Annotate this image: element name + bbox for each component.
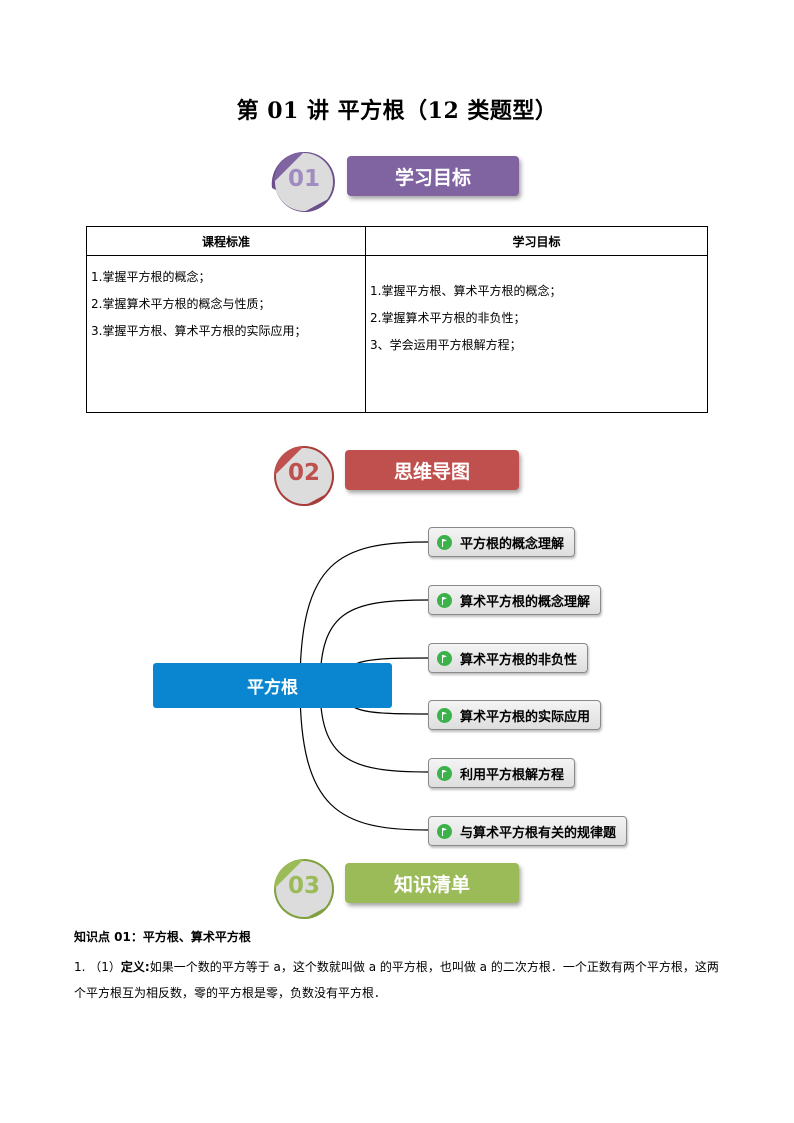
goal-item: 3、学会运用平方根解方程；	[370, 338, 522, 352]
goal-item: 2.掌握算术平方根的非负性；	[370, 311, 526, 325]
flag-icon	[437, 765, 452, 781]
section-badge-1: 01 学习目标	[270, 148, 525, 214]
mindmap-branch: 算术平方根的实际应用	[428, 700, 602, 730]
standard-item: 1.掌握平方根的概念；	[91, 270, 211, 284]
branch-label: 平方根的概念理解	[460, 536, 565, 552]
knowledge-point-title: 知识点 01：平方根、算术平方根	[74, 930, 251, 944]
goals-table: 课程标准 学习目标 1.掌握平方根的概念； 2.掌握算术平方根的概念与性质； 3…	[86, 226, 708, 413]
mindmap-branch: 利用平方根解方程	[428, 758, 576, 788]
branch-label: 算术平方根的概念理解	[460, 594, 591, 610]
section-number-shape	[274, 859, 334, 919]
flag-icon	[437, 650, 452, 666]
mindmap-branch: 算术平方根的概念理解	[428, 585, 602, 615]
standard-item: 3.掌握平方根、算术平方根的实际应用；	[91, 324, 307, 338]
definition-paragraph: 1. （1）定义:如果一个数的平方等于 a，这个数就叫做 a 的平方根，也叫做 …	[74, 954, 724, 1006]
table-header-goals: 学习目标	[365, 226, 708, 256]
branch-label: 与算术平方根有关的规律题	[460, 825, 617, 841]
section-number: 02	[288, 460, 321, 486]
section-number-shape	[274, 446, 334, 506]
goal-item: 1.掌握平方根、算术平方根的概念；	[370, 284, 562, 298]
branch-label: 算术平方根的非负性	[460, 652, 578, 668]
section-badge-2: 02 思维导图	[270, 442, 525, 508]
mindmap-branch: 与算术平方根有关的规律题	[428, 816, 628, 846]
section-number: 01	[288, 166, 321, 192]
flag-icon	[437, 823, 452, 839]
branch-label: 利用平方根解方程	[460, 767, 565, 783]
definition-text: 如果一个数的平方等于 a，这个数就叫做 a 的平方根，也叫做 a 的二次方根．一…	[74, 960, 719, 1000]
goals-cell: 1.掌握平方根、算术平方根的概念； 2.掌握算术平方根的非负性； 3、学会运用平…	[365, 255, 708, 413]
branch-label: 算术平方根的实际应用	[460, 709, 591, 725]
standard-item: 2.掌握算术平方根的概念与性质；	[91, 297, 271, 311]
mindmap-branch: 算术平方根的非负性	[428, 643, 589, 673]
section-label: 思维导图	[345, 450, 519, 490]
section-badge-3: 03 知识清单	[270, 855, 525, 921]
paragraph-prefix: 1. （1）	[74, 960, 121, 974]
mindmap-branch: 平方根的概念理解	[428, 527, 576, 557]
flag-icon	[437, 592, 452, 608]
definition-label: 定义:	[120, 960, 150, 974]
section-number: 03	[288, 873, 321, 899]
section-label: 知识清单	[345, 863, 519, 903]
standard-cell: 1.掌握平方根的概念； 2.掌握算术平方根的概念与性质； 3.掌握平方根、算术平…	[86, 255, 366, 413]
section-number-shape	[271, 151, 335, 212]
section-label: 学习目标	[347, 156, 519, 196]
mindmap-root: 平方根	[153, 663, 392, 708]
page-title: 第 01 讲 平方根（12 类题型）	[236, 98, 558, 124]
flag-icon	[437, 707, 452, 723]
flag-icon	[437, 534, 452, 550]
